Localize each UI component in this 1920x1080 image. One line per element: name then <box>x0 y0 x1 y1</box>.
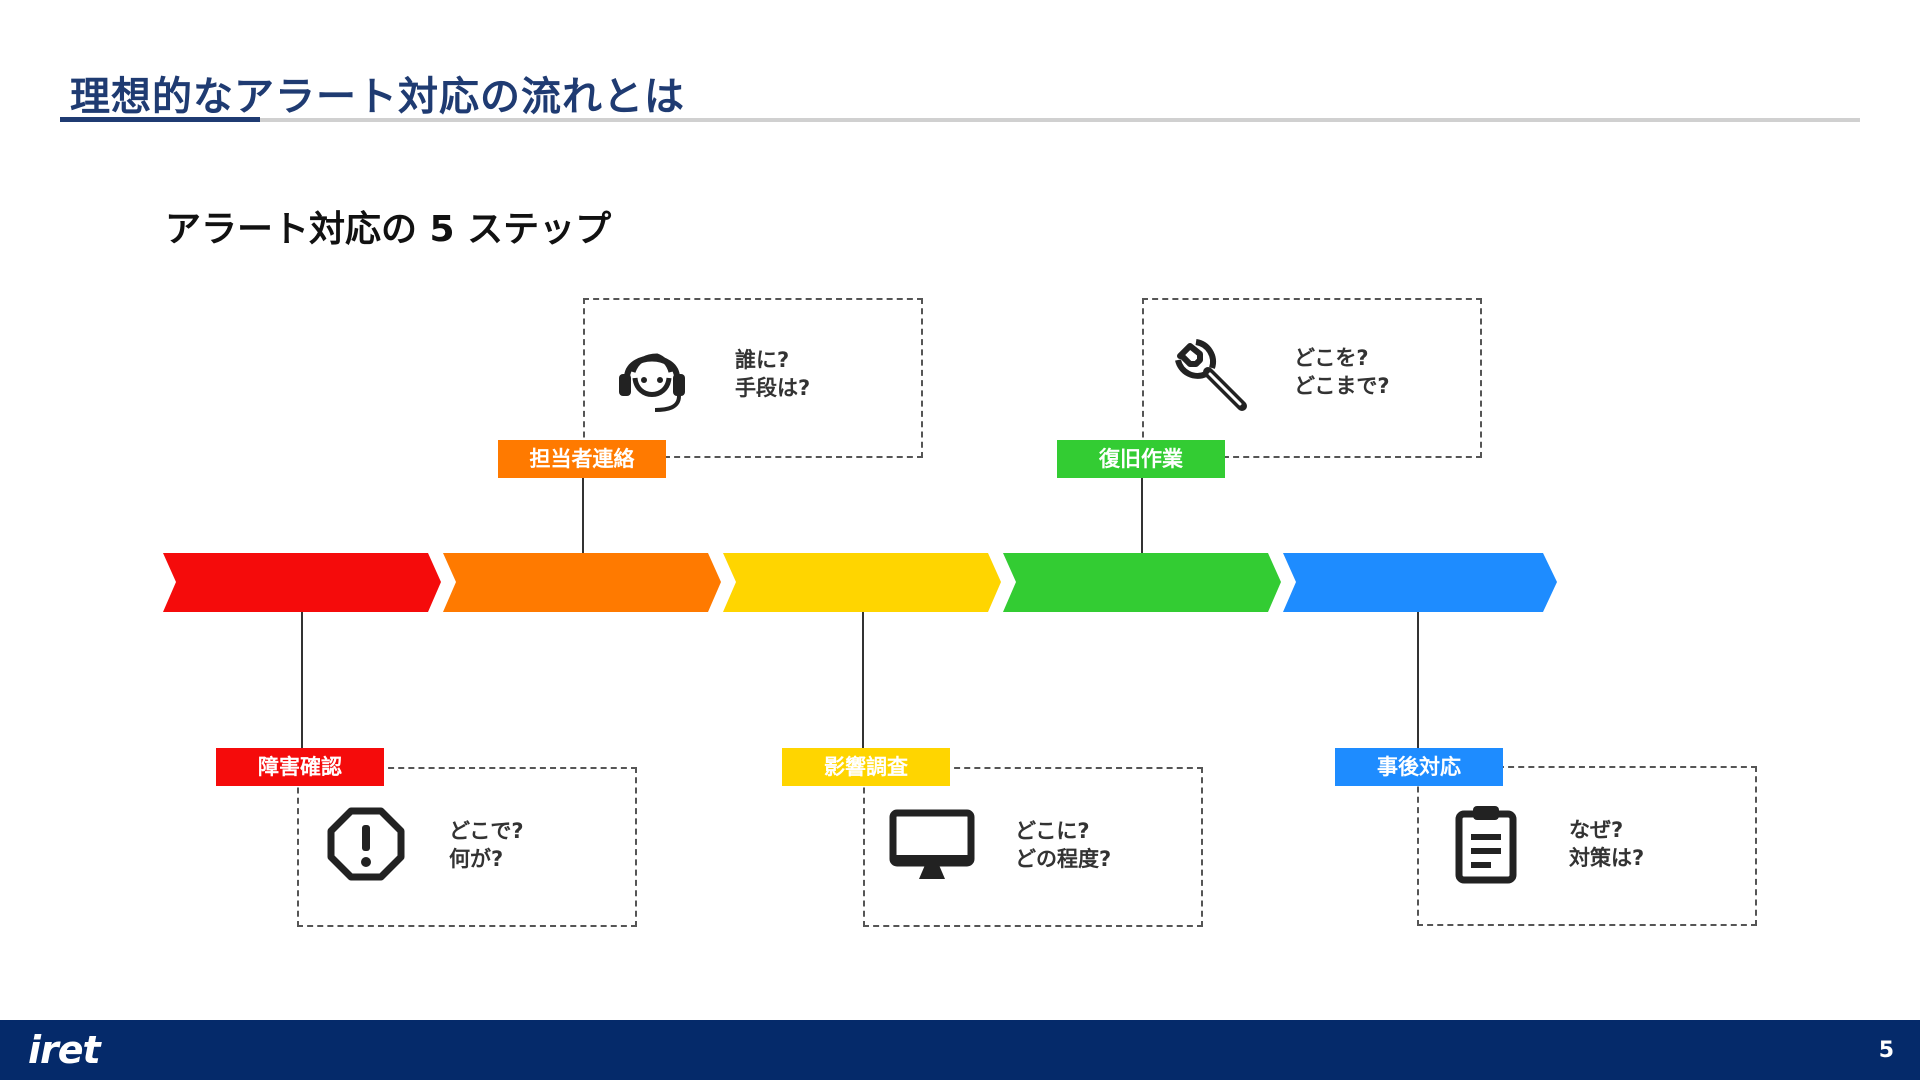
title-divider <box>60 118 1860 122</box>
step-label-3: 影響調査 <box>782 748 950 786</box>
alert-octagon-icon <box>327 807 405 881</box>
callout-line: どこで? <box>449 819 524 843</box>
callout-step-1: どこで? 何が? <box>297 767 637 927</box>
callout-line: なぜ? <box>1569 818 1624 842</box>
callout-line: どこを? <box>1294 346 1369 370</box>
step-label-5: 事後対応 <box>1335 748 1503 786</box>
connector-lines <box>301 478 1419 748</box>
callout-line: 何が? <box>449 847 504 871</box>
step-label-4: 復旧作業 <box>1057 440 1225 478</box>
timeline-arrow-step-3 <box>723 553 1001 612</box>
footer-bar: iret 5 <box>0 1020 1920 1080</box>
callout-line: 誰に? <box>735 348 790 372</box>
callout-step-5: なぜ? 対策は? <box>1417 766 1757 926</box>
clipboard-icon <box>1455 806 1517 884</box>
title-divider-accent <box>60 117 260 122</box>
callout-step-4: どこを? どこまで? <box>1142 298 1482 458</box>
timeline-arrows <box>163 553 1557 612</box>
page-title: 理想的なアラート対応の流れとは <box>70 74 685 120</box>
timeline-arrow-step-1 <box>163 553 441 612</box>
timeline-arrow-step-4 <box>1003 553 1281 612</box>
timeline-arrow-step-2 <box>443 553 721 612</box>
callout-line: 対策は? <box>1569 846 1645 870</box>
timeline-arrow-step-5 <box>1283 553 1557 612</box>
step-label-1: 障害確認 <box>216 748 384 786</box>
callout-line: どこまで? <box>1294 374 1390 398</box>
step-label-2: 担当者連絡 <box>498 440 666 478</box>
page-number: 5 <box>1878 1038 1894 1063</box>
headset-person-icon <box>619 353 685 412</box>
callout-step-2: 誰に? 手段は? <box>583 298 923 458</box>
section-heading: アラート対応の 5 ステップ <box>165 209 612 250</box>
callout-line: 手段は? <box>735 376 811 400</box>
callout-line: どこに? <box>1015 819 1090 843</box>
callout-step-3: どこに? どの程度? <box>863 767 1203 927</box>
callout-line: どの程度? <box>1015 847 1112 871</box>
wrench-icon <box>1175 339 1247 411</box>
monitor-icon <box>889 809 975 879</box>
company-logo: iret <box>28 1028 101 1072</box>
